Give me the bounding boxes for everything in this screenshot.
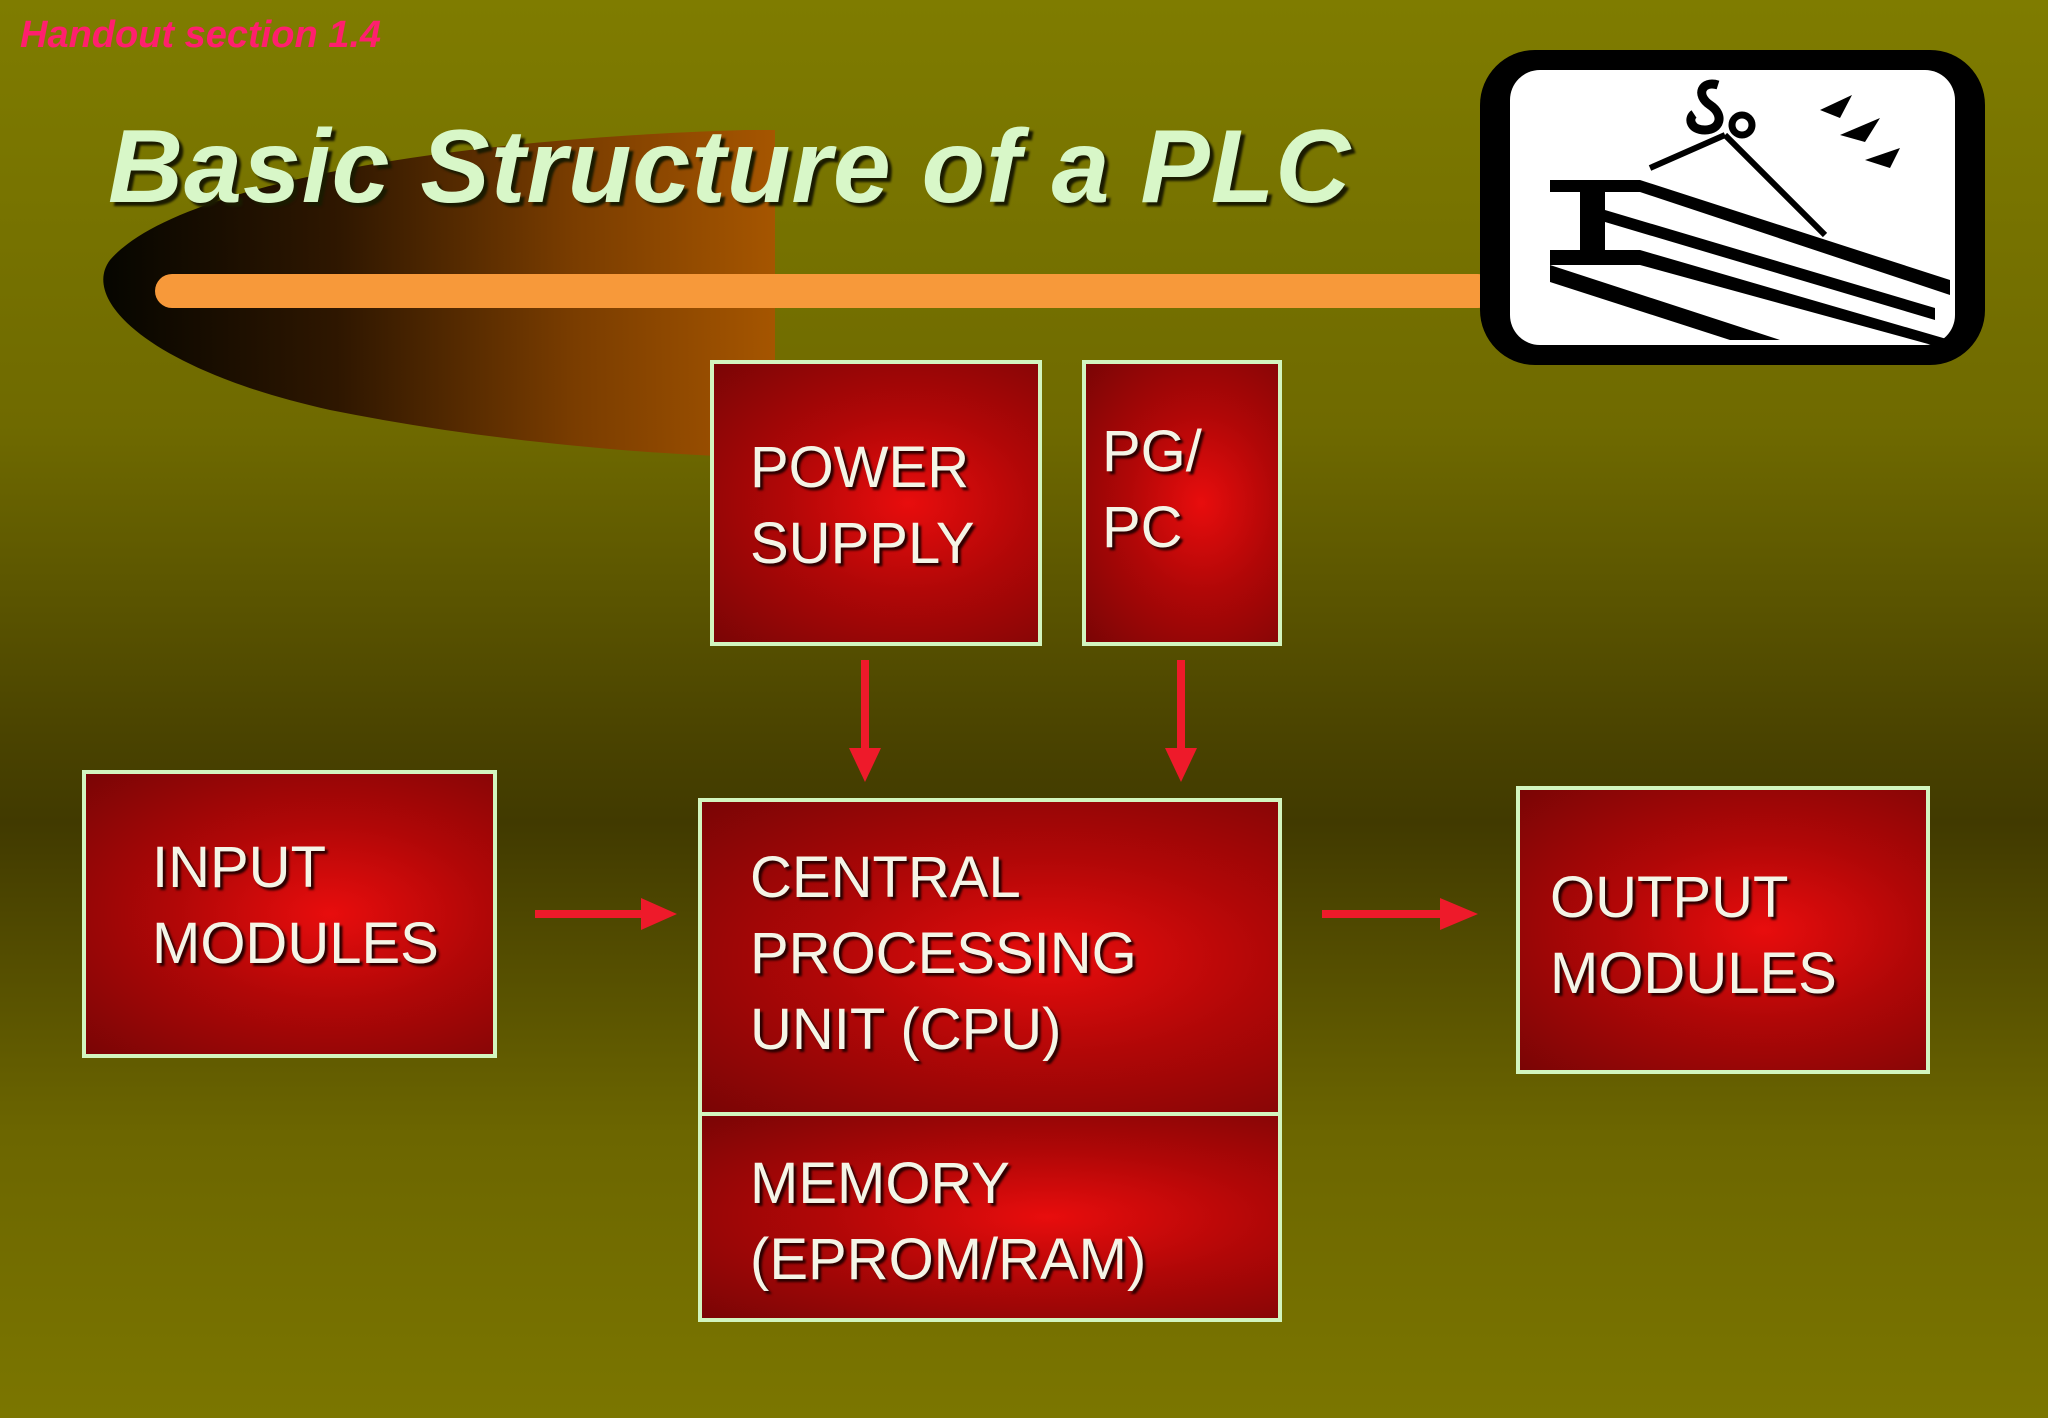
arrow-power-to-cpu (849, 660, 881, 782)
power-supply-box: POWER SUPPLY (710, 360, 1042, 646)
handout-label: Handout section 1.4 (20, 14, 382, 56)
pg-pc-label: PG/ PC (1102, 419, 1202, 560)
page-title: Basic Structure of a PLC (108, 109, 1352, 225)
output-modules-label: OUTPUT MODULES (1550, 865, 1837, 1006)
input-modules-box: INPUT MODULES (82, 770, 497, 1058)
arrow-cpu-to-output (1322, 898, 1478, 930)
pg-pc-box: PG/ PC (1082, 360, 1282, 646)
power-supply-label: POWER SUPPLY (750, 435, 975, 576)
arrow-input-to-cpu (535, 898, 677, 930)
output-modules-box: OUTPUT MODULES (1516, 786, 1930, 1074)
cpu-label: CENTRAL PROCESSING UNIT (CPU) (750, 845, 1137, 1062)
crane-hook-girder-icon (1480, 50, 1985, 365)
memory-label: MEMORY (EPROM/RAM) (750, 1151, 1147, 1292)
arrow-pgpc-to-cpu (1165, 660, 1197, 782)
input-modules-label: INPUT MODULES (152, 835, 439, 976)
memory-box: MEMORY (EPROM/RAM) (698, 1112, 1282, 1322)
cpu-box: CENTRAL PROCESSING UNIT (CPU) (698, 798, 1282, 1116)
